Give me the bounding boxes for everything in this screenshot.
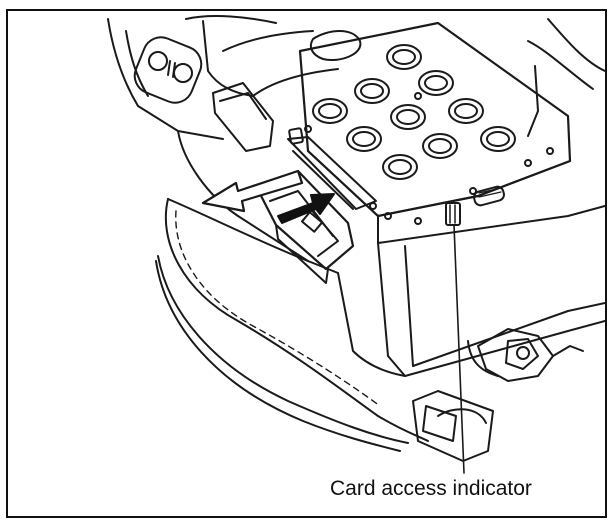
card-slot xyxy=(254,127,377,284)
figure-frame: Card access indicator xyxy=(6,9,607,518)
arrow-right-solid-icon xyxy=(277,193,335,224)
keypad-buttons xyxy=(304,30,554,225)
callout-leader-line xyxy=(453,224,465,474)
card-access-indicator xyxy=(445,185,505,226)
card-access-indicator-label: Card access indicator xyxy=(330,477,532,500)
camera-body xyxy=(107,15,605,377)
arrow-left-outline-icon xyxy=(201,169,304,213)
grip-strap xyxy=(155,198,584,462)
camcorder-line-drawing xyxy=(107,15,605,474)
